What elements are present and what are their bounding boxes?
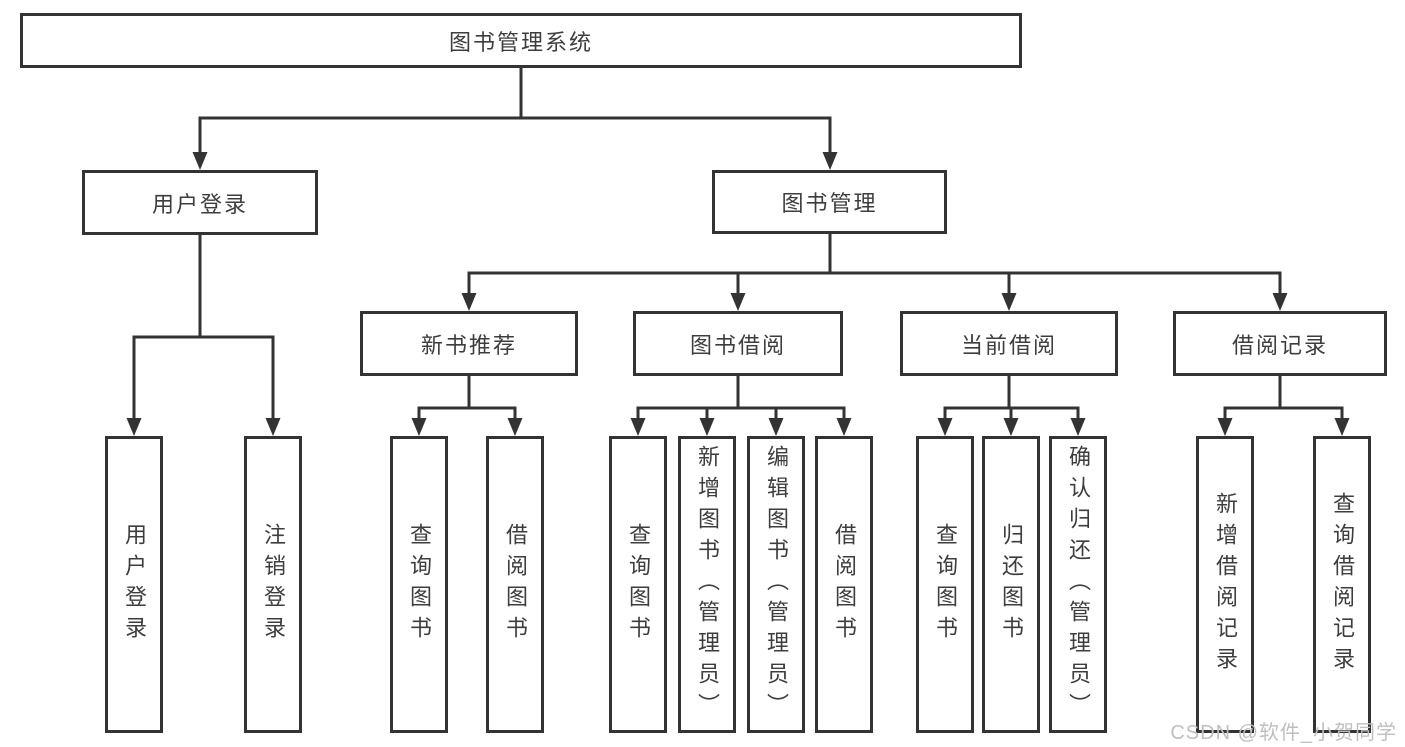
connector-user-login-to-leaves xyxy=(126,235,281,436)
leaf-add-borrow-record: 新增借阅记录 xyxy=(1196,436,1254,733)
leaf-return-book: 归还图书 xyxy=(982,436,1040,733)
node-book-borrowing: 图书借阅 xyxy=(633,311,843,376)
node-book-management: 图书管理 xyxy=(712,170,947,234)
leaf-confirm-return-admin: 确认归还（管理员） xyxy=(1049,436,1107,733)
node-current-borrowing: 当前借阅 xyxy=(900,311,1118,376)
connector-book-mgmt-to-level3 xyxy=(461,234,1288,311)
node-borrowing-records: 借阅记录 xyxy=(1173,311,1387,376)
leaf-borrow-books-recommend: 借阅图书 xyxy=(486,436,544,733)
connector-root-to-level2 xyxy=(192,68,838,170)
leaf-query-books-current: 查询图书 xyxy=(916,436,974,733)
node-new-book-recommend: 新书推荐 xyxy=(360,311,578,376)
connector-current-borrow-to-leaves xyxy=(937,376,1086,436)
node-library-management-system: 图书管理系统 xyxy=(20,13,1022,68)
connector-borrow-records-to-leaves xyxy=(1217,376,1350,436)
leaf-borrow-books: 借阅图书 xyxy=(815,436,873,733)
leaf-add-book-admin: 新增图书（管理员） xyxy=(678,436,736,733)
leaf-query-books-recommend: 查询图书 xyxy=(390,436,448,733)
csdn-watermark: CSDN @软件_小贺同学 xyxy=(1170,722,1397,744)
connector-book-borrow-to-leaves xyxy=(630,376,852,436)
node-user-login: 用户登录 xyxy=(82,170,318,235)
connector-new-book-rec-to-leaves xyxy=(411,376,523,436)
leaf-edit-book-admin: 编辑图书（管理员） xyxy=(747,436,805,733)
leaf-logout: 注销登录 xyxy=(244,436,302,733)
leaf-query-books-borrowing: 查询图书 xyxy=(609,436,667,733)
leaf-query-borrow-record: 查询借阅记录 xyxy=(1313,436,1371,733)
leaf-user-login: 用户登录 xyxy=(105,436,163,733)
